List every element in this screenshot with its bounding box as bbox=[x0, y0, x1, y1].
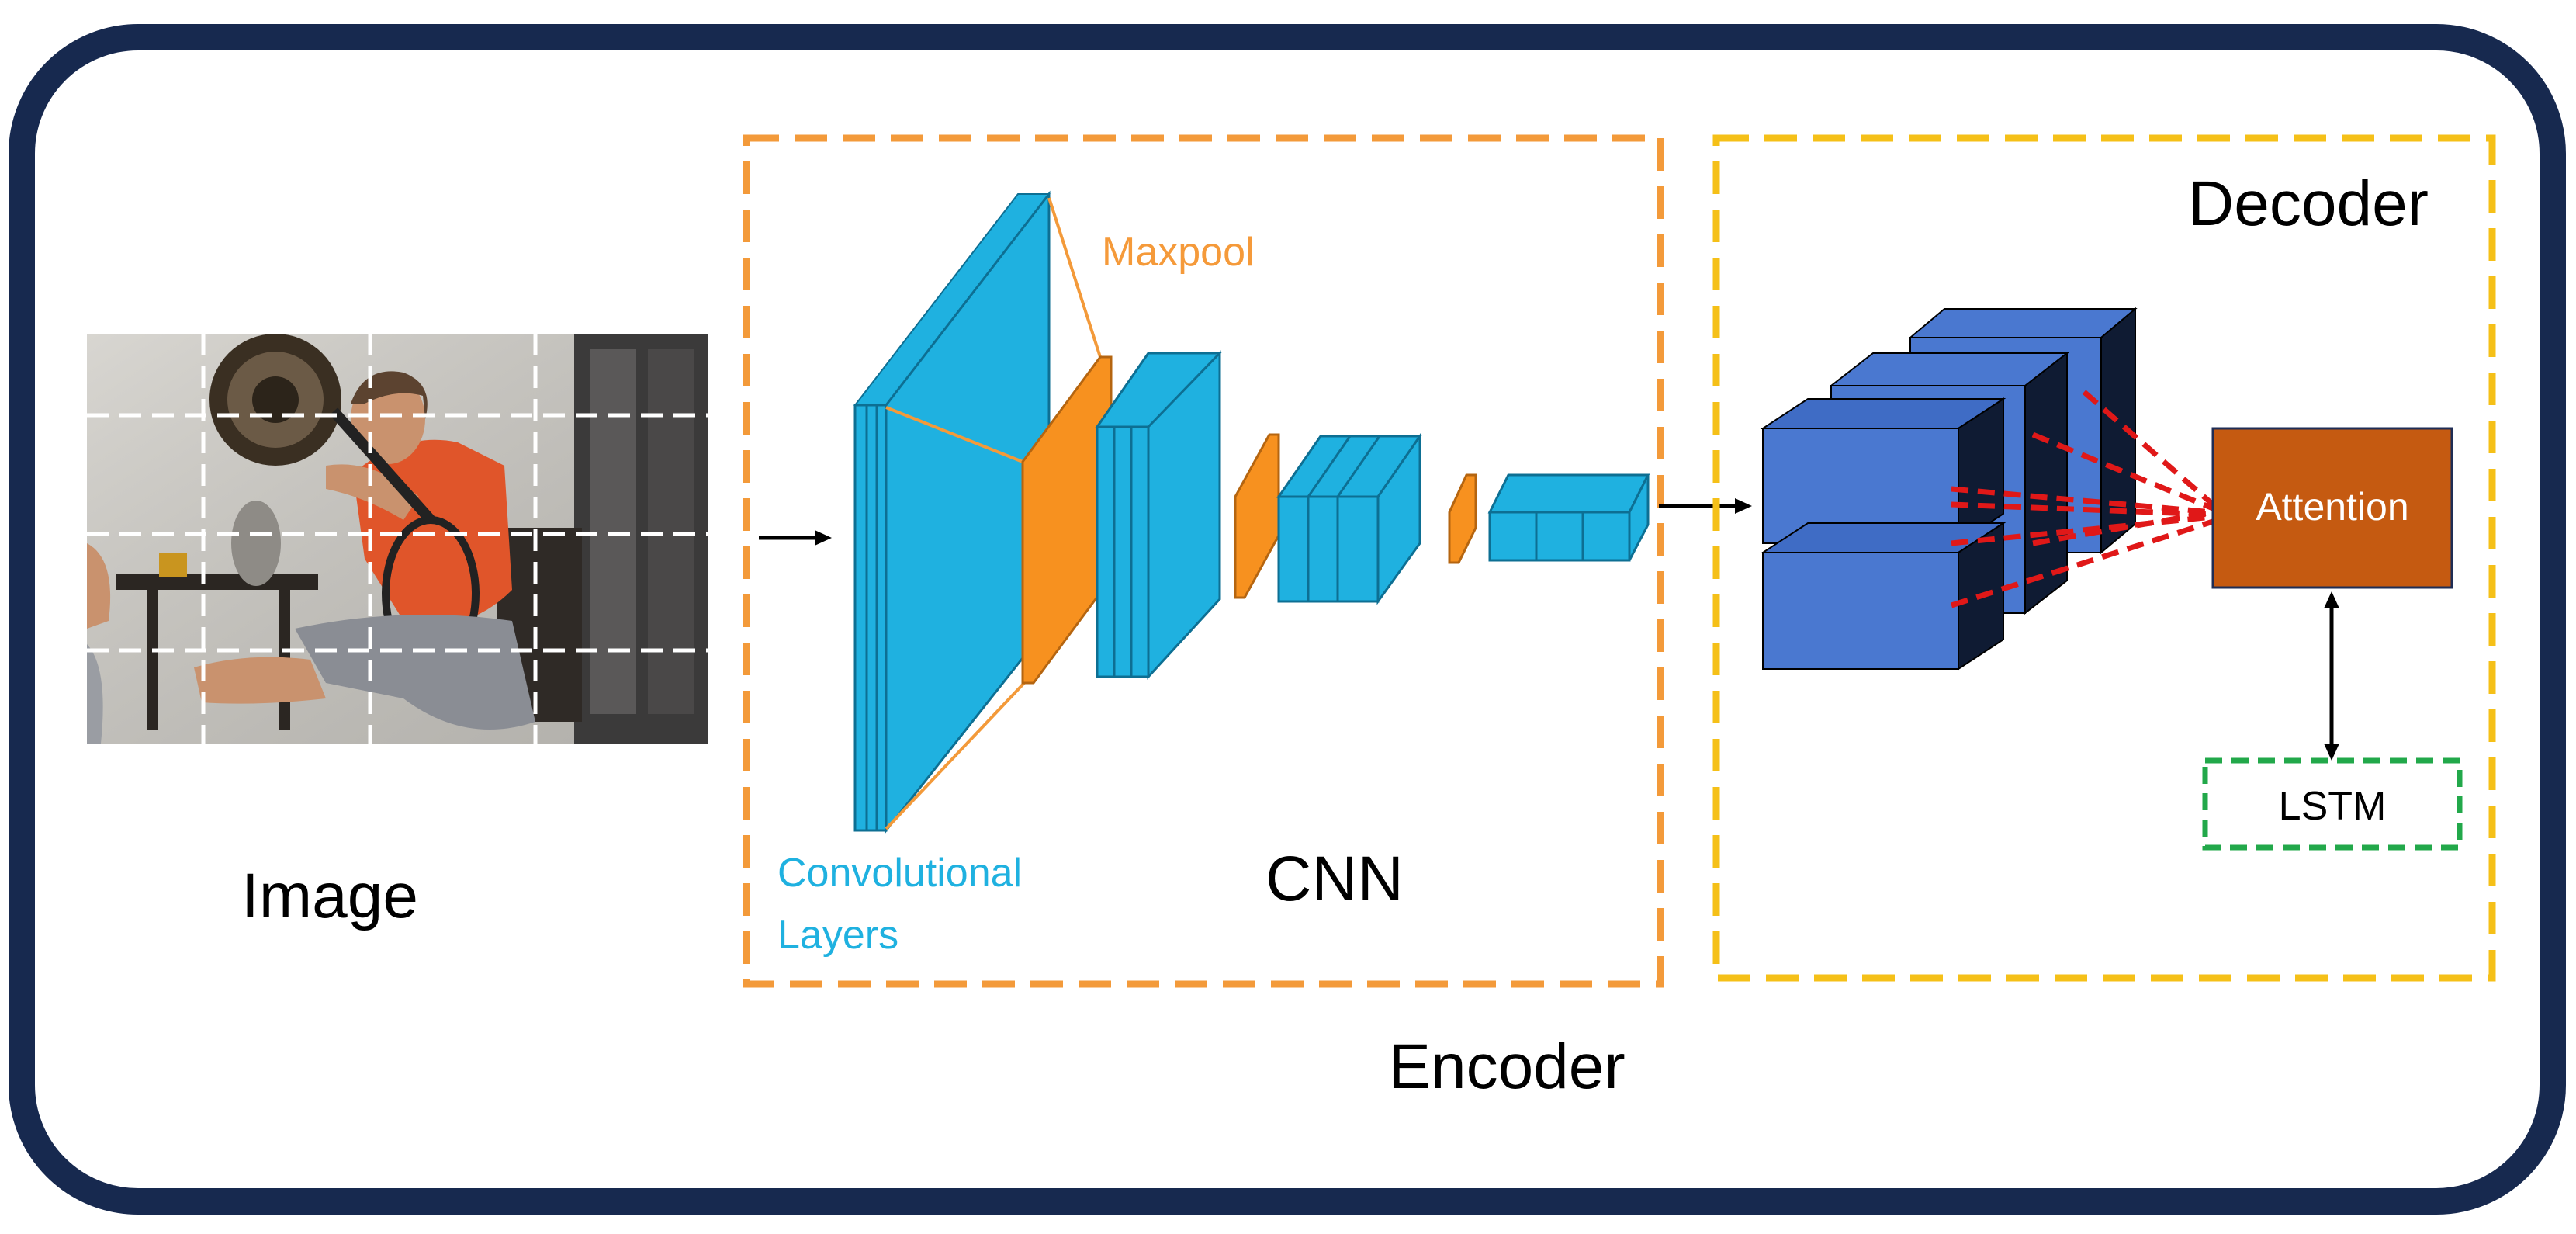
attention-block: Attention bbox=[2211, 427, 2453, 589]
conv-layer-2 bbox=[1095, 350, 1222, 680]
arrow-attention-lstm bbox=[2324, 591, 2339, 761]
outer-frame bbox=[9, 24, 2566, 1215]
decoder-label: Decoder bbox=[2188, 168, 2429, 239]
maxpool-layer-3 bbox=[1448, 473, 1477, 564]
attention-label: Attention bbox=[2256, 485, 2408, 529]
conv-layer-4 bbox=[1487, 473, 1650, 562]
arrow-encoder-to-decoder bbox=[1659, 498, 1752, 514]
lstm-label: LSTM bbox=[2279, 784, 2387, 829]
attention-lines bbox=[1950, 390, 2215, 608]
encoder-box bbox=[743, 134, 1664, 988]
feature-map-cubes bbox=[1760, 307, 2138, 671]
image-label: Image bbox=[241, 861, 418, 931]
maxpool-label: Maxpool bbox=[1102, 230, 1255, 275]
input-image bbox=[87, 334, 708, 744]
image-grid-overlay bbox=[87, 334, 708, 744]
arrow-image-to-encoder bbox=[759, 530, 832, 546]
maxpool-projection-lines bbox=[885, 197, 1102, 830]
decoder-box bbox=[1712, 134, 2496, 982]
lstm-block: LSTM bbox=[2202, 757, 2463, 851]
cnn-label: CNN bbox=[1265, 844, 1404, 914]
encoder-label: Encoder bbox=[1388, 1031, 1625, 1102]
conv-layer-3 bbox=[1276, 432, 1422, 605]
conv-label-line2: Layers bbox=[777, 913, 898, 958]
conv-layer-1 bbox=[853, 190, 1051, 834]
conv-label-line1: Convolutional bbox=[777, 851, 1022, 896]
